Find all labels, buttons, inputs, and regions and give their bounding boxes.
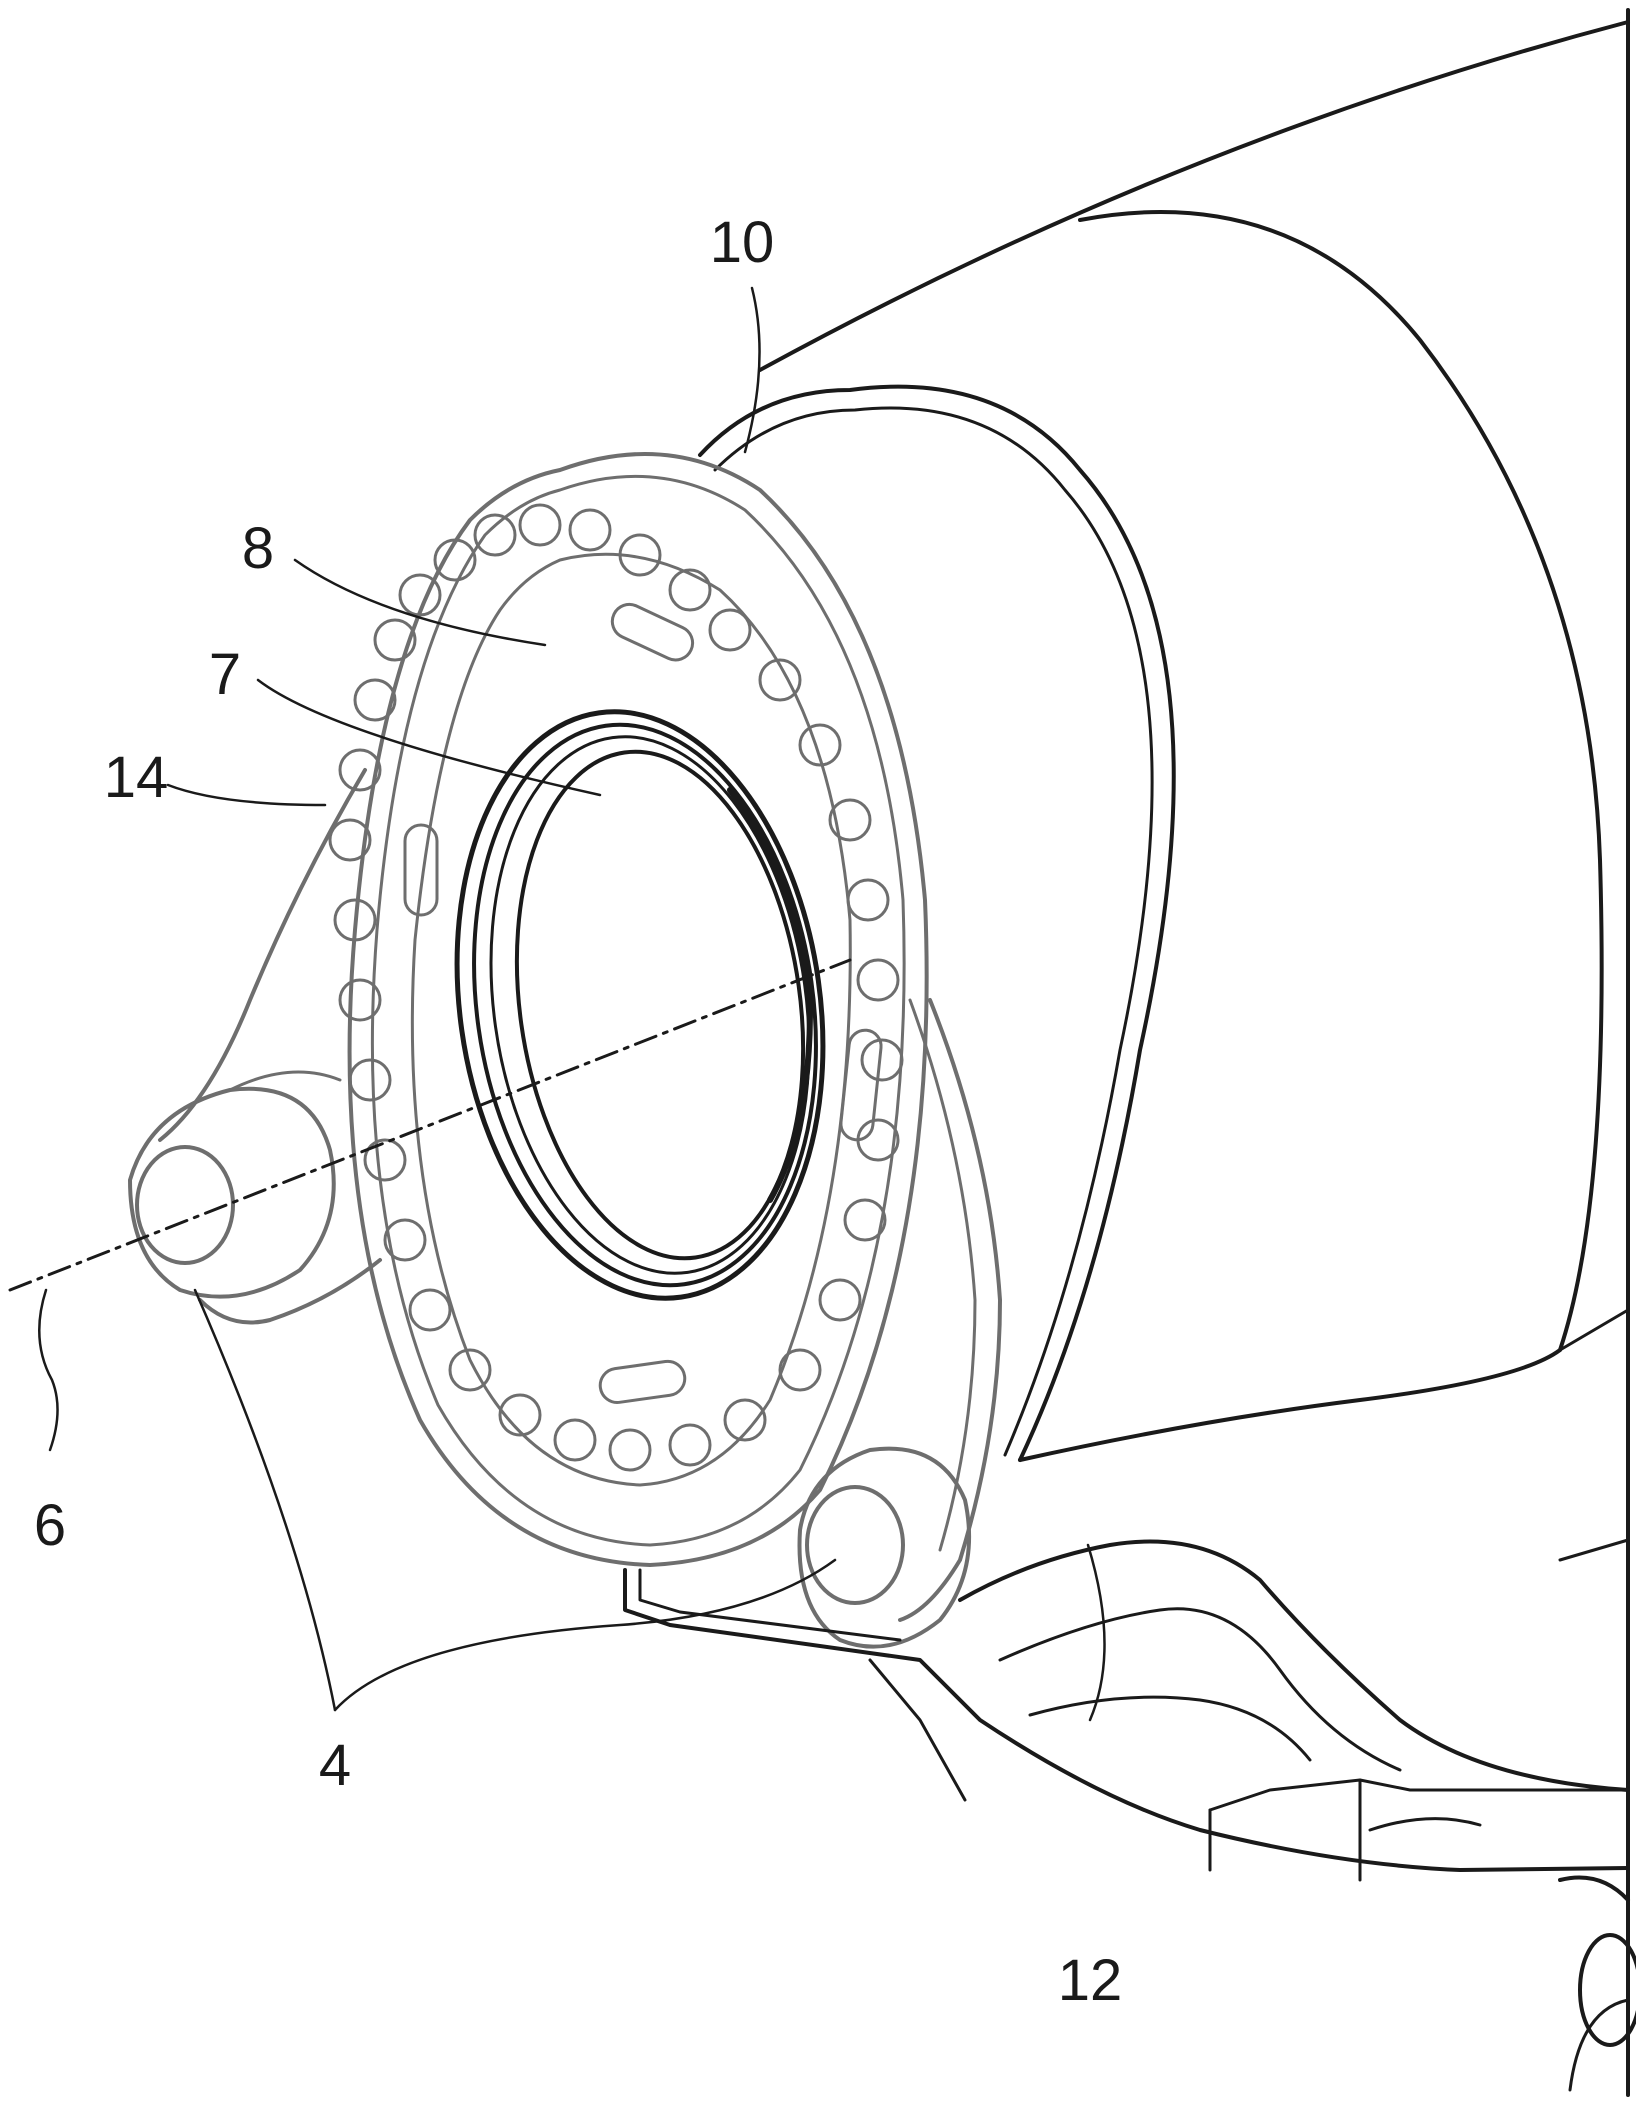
- bolt: [618, 533, 662, 577]
- bolt: [518, 503, 562, 547]
- label-7: 7: [209, 642, 241, 707]
- hub-housing: [698, 20, 1630, 1462]
- bolt: [608, 1428, 652, 1472]
- bolt-circle: [328, 503, 904, 1472]
- bolt: [353, 678, 397, 722]
- bolt: [338, 748, 382, 792]
- leader-axis: [38, 1288, 59, 1452]
- base-frame: [623, 1538, 1636, 2092]
- ring-slots: [403, 602, 883, 1404]
- bolt: [498, 1393, 542, 1437]
- bolt: [846, 878, 890, 922]
- bolt: [398, 573, 442, 617]
- bolt: [818, 1278, 862, 1322]
- rotation-axis: [8, 958, 852, 1292]
- pin-bosses: [128, 1070, 972, 1649]
- bolt: [363, 1138, 407, 1182]
- bolt: [828, 798, 872, 842]
- bolt: [433, 538, 477, 582]
- bolt: [668, 1423, 712, 1467]
- label-4: 4: [319, 1733, 351, 1798]
- label-12: 12: [1058, 1948, 1123, 2013]
- flange: [158, 452, 1002, 1622]
- bolt: [448, 1348, 492, 1392]
- bolt: [383, 1218, 427, 1262]
- bolt: [856, 1118, 900, 1162]
- bolt: [568, 508, 612, 552]
- bolt: [473, 513, 517, 557]
- bolt: [348, 1058, 392, 1102]
- leader-base-frame: [1086, 1543, 1106, 1722]
- leader-bolts: [166, 783, 327, 807]
- bolt: [373, 618, 417, 662]
- leader-pin-left: [193, 1288, 337, 1712]
- central-opening: [454, 709, 826, 1301]
- leader-bearing-ring: [293, 558, 547, 647]
- leader-pin-right: [333, 1558, 837, 1712]
- bolt: [333, 898, 377, 942]
- bolt: [328, 818, 372, 862]
- label-6: 6: [34, 1493, 66, 1558]
- bolt: [408, 1288, 452, 1332]
- label-8: 8: [242, 516, 274, 581]
- bolt: [843, 1198, 887, 1242]
- bolt: [553, 1418, 597, 1462]
- leader-opening: [256, 678, 602, 797]
- bolt: [778, 1348, 822, 1392]
- bolt: [856, 958, 900, 1002]
- bolt: [758, 658, 802, 702]
- label-10: 10: [710, 210, 775, 275]
- leader-lines: [38, 286, 1106, 1722]
- bolt: [668, 568, 712, 612]
- label-14: 14: [104, 745, 169, 810]
- bolt: [723, 1398, 767, 1442]
- leader-hub: [743, 286, 761, 454]
- bolt: [860, 1038, 904, 1082]
- bolt: [338, 978, 382, 1022]
- bolt: [798, 723, 842, 767]
- bolt: [708, 608, 752, 652]
